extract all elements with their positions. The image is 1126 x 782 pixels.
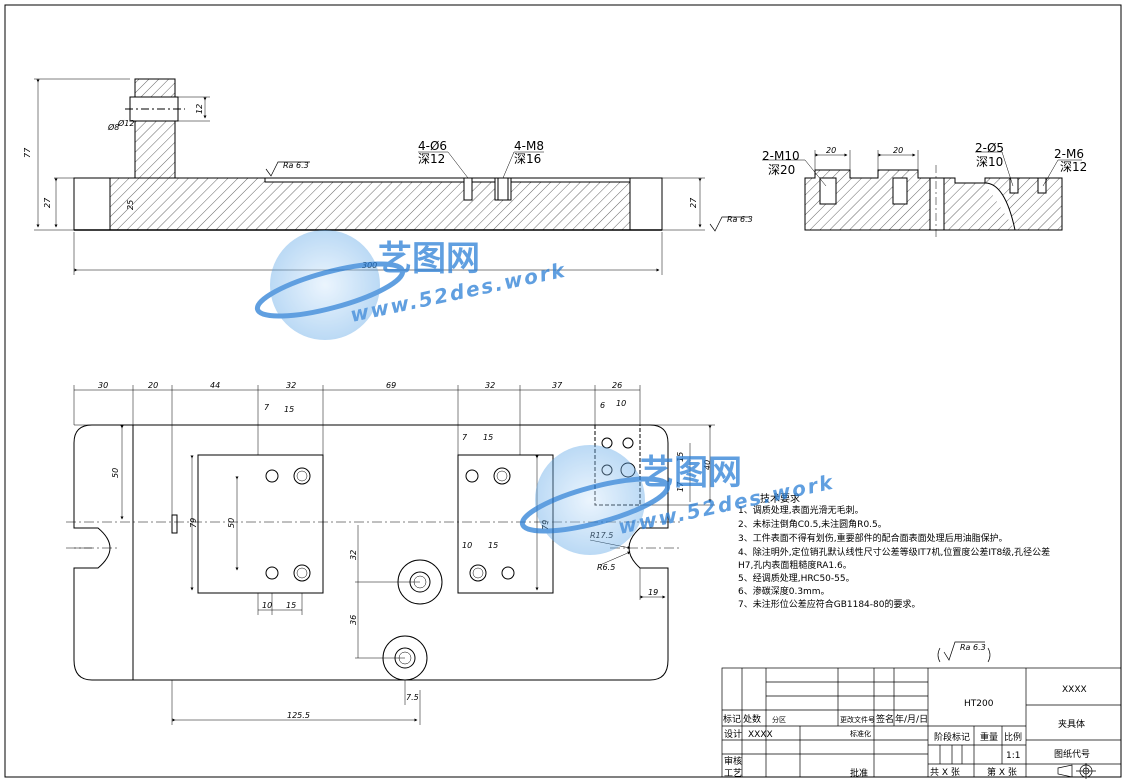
part-name: 夹具体 (1058, 718, 1085, 730)
designer: XXXX (748, 730, 773, 740)
svg-text:艺图网: 艺图网 (640, 453, 742, 493)
weight-label: 重量 (980, 731, 998, 743)
svg-text:工艺: 工艺 (724, 768, 742, 779)
svg-text:批准: 批准 (850, 767, 868, 779)
general-roughness (937, 641, 991, 663)
svg-text:7.5: 7.5 (406, 693, 419, 702)
requirement-item: 4、除注明外,定位销孔默认线性尺寸公差等级IT7机,位置度公差IT8级,孔径公差 (738, 546, 1050, 558)
svg-text:2-Ø5: 2-Ø5 (975, 141, 1004, 155)
svg-text:处数: 处数 (743, 713, 761, 725)
title-block (721, 667, 1122, 778)
svg-text:2-M10: 2-M10 (762, 149, 800, 163)
requirements-title: 技术要求 (760, 492, 800, 505)
svg-text:深20: 深20 (768, 163, 795, 177)
material: HT200 (964, 699, 994, 709)
svg-text:审核: 审核 (724, 755, 742, 767)
svg-text:10: 10 (262, 601, 272, 610)
scale-label: 比例 (1004, 731, 1022, 743)
svg-text:深10: 深10 (976, 155, 1003, 169)
sheet-border (4, 4, 1122, 778)
svg-text:44: 44 (210, 381, 220, 390)
svg-text:79: 79 (189, 518, 198, 528)
svg-text:7: 7 (264, 403, 270, 412)
svg-text:2-M6: 2-M6 (1054, 147, 1084, 161)
stage-label: 阶段标记 (934, 731, 970, 743)
requirement-item: 7、未注形位公差应符合GB1184-80的要求。 (738, 598, 920, 610)
requirement-item: 3、工件表面不得有划伤,重要部件的配合面表面处理后用油脂保护。 (738, 532, 1008, 544)
side-view-text: 2-M10 深20 20 20 2-Ø5 深10 2-M6 深12 (762, 141, 1087, 177)
svg-text:15: 15 (286, 601, 296, 610)
front-view (34, 78, 750, 275)
callout-holes-line2: 深12 (418, 152, 445, 166)
roughness-label-right: Ra 6.3 (727, 215, 753, 224)
svg-text:15: 15 (483, 433, 493, 442)
svg-text:标准化: 标准化 (850, 729, 871, 738)
general-roughness-label: Ra 6.3 (960, 643, 986, 652)
title-block-text: HT200 XXXX 夹具体 图纸代号 阶段标记 重量 比例 1:1 标记 处数… (723, 685, 1090, 779)
svg-text:77: 77 (23, 147, 32, 158)
svg-text:Ø12: Ø12 (117, 118, 134, 128)
svg-text:Ø8: Ø8 (107, 122, 119, 132)
svg-text:32: 32 (286, 381, 296, 390)
top-view (66, 385, 715, 725)
svg-text:20: 20 (148, 381, 158, 390)
svg-text:15: 15 (284, 405, 294, 414)
top-view-text: 30 20 44 32 69 32 37 26 7 15 7 15 6 10 1… (98, 381, 712, 720)
requirement-item: 1、调质处理,表面光滑无毛刺。 (738, 504, 864, 516)
svg-text:共 X 张: 共 X 张 (930, 767, 960, 778)
svg-text:年/月/日: 年/月/日 (895, 713, 928, 725)
svg-text:36: 36 (349, 615, 358, 625)
svg-text:25: 25 (126, 200, 135, 210)
svg-text:20: 20 (826, 146, 836, 155)
svg-text:69: 69 (386, 381, 396, 390)
svg-text:27: 27 (43, 197, 52, 208)
svg-text:17: 17 (676, 481, 685, 492)
svg-text:15: 15 (676, 452, 685, 462)
requirement-item: 2、未标注倒角C0.5,未注圆角R0.5。 (738, 518, 887, 530)
svg-text:15: 15 (488, 541, 498, 550)
svg-text:125.5: 125.5 (287, 711, 310, 720)
drawing-no-label: 图纸代号 (1054, 748, 1090, 760)
svg-text:设计: 设计 (724, 728, 742, 740)
callout-holes-line1: 4-Ø6 (418, 139, 447, 153)
svg-text:40: 40 (703, 460, 712, 470)
svg-text:19: 19 (648, 588, 658, 597)
svg-text:签名: 签名 (876, 713, 894, 725)
svg-text:艺图网: 艺图网 (378, 239, 480, 279)
svg-text:50: 50 (111, 468, 120, 478)
roughness-label: Ra 6.3 (283, 161, 309, 170)
svg-text:32: 32 (485, 381, 495, 390)
requirement-item: 5、经调质处理,HRC50-55。 (738, 572, 855, 584)
svg-text:26: 26 (612, 381, 622, 390)
svg-text:6: 6 (600, 401, 605, 410)
svg-text:12: 12 (195, 104, 204, 114)
svg-text:10: 10 (462, 541, 472, 550)
svg-text:32: 32 (349, 550, 358, 560)
watermark-logo-1: 艺图网 www.52des.work (254, 230, 569, 340)
svg-text:37: 37 (552, 381, 563, 390)
requirement-item: H7,孔内表面粗糙度RA1.6。 (738, 559, 852, 571)
svg-text:30: 30 (98, 381, 108, 390)
svg-text:深12: 深12 (1060, 160, 1087, 174)
callout-threads-line1: 4-M8 (514, 139, 544, 153)
technical-requirements: 技术要求 1、调质处理,表面光滑无毛刺。 2、未标注倒角C0.5,未注圆角R0.… (738, 492, 1050, 610)
svg-text:7: 7 (462, 433, 468, 442)
svg-text:标记: 标记 (723, 713, 741, 725)
side-view (762, 150, 1082, 238)
svg-text:27: 27 (689, 197, 698, 208)
svg-text:更改文件号: 更改文件号 (840, 715, 875, 724)
svg-text:第 X 张: 第 X 张 (987, 766, 1017, 778)
svg-text:R6.5: R6.5 (597, 563, 615, 572)
company: XXXX (1062, 685, 1087, 695)
scale-value: 1:1 (1006, 751, 1020, 761)
requirement-item: 6、渗碳深度0.3mm。 (738, 585, 830, 597)
svg-text:10: 10 (616, 399, 626, 408)
callout-threads-line2: 深16 (514, 152, 541, 166)
projection-symbol-icon (1057, 763, 1096, 779)
svg-text:分区: 分区 (772, 715, 786, 724)
svg-text:50: 50 (227, 518, 236, 528)
svg-text:20: 20 (893, 146, 903, 155)
